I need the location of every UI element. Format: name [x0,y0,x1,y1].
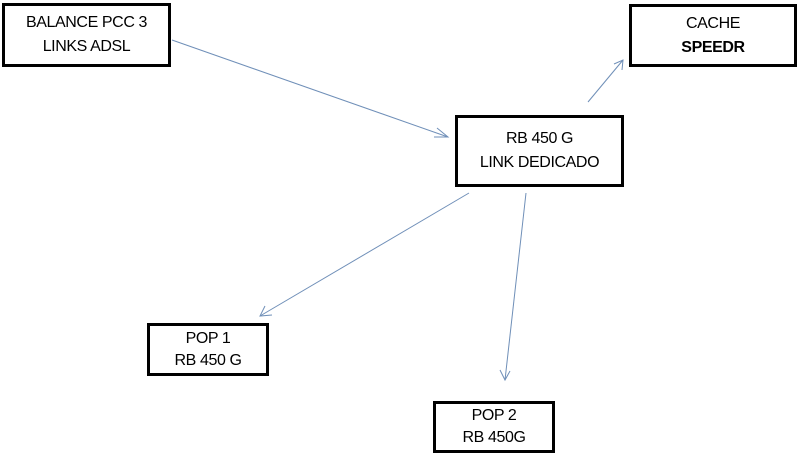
node-pop1: POP 1 RB 450 G [147,323,269,376]
node-label-line2: SPEEDR [681,38,745,56]
node-label-line1: CACHE [685,14,740,32]
node-cache-speedr: CACHE SPEEDR [629,4,797,67]
node-label-line1: POP 2 [471,407,517,424]
node-label-line2: RB 450G [462,429,526,446]
node-label-line1: RB 450 G [505,130,574,147]
node-label-line1: POP 1 [185,329,231,347]
node-label-line2: LINKS ADSL [42,38,131,55]
arrow-rb-to-pop1 [259,192,470,317]
node-rb450g-link-dedicado: RB 450 G LINK DEDICADO [455,115,624,187]
node-balance-pcc: BALANCE PCC 3 LINKS ADSL [2,3,171,67]
node-label-line1: BALANCE PCC 3 [25,14,148,31]
node-label-line2: LINK DEDICADO [479,154,600,171]
arrow-balance-to-rb [171,39,450,138]
arrow-rb-to-cache [587,59,624,103]
node-pop2: POP 2 RB 450G [433,401,555,453]
arrow-rb-to-pop2 [499,192,527,382]
node-label-line2: RB 450 G [174,351,242,369]
